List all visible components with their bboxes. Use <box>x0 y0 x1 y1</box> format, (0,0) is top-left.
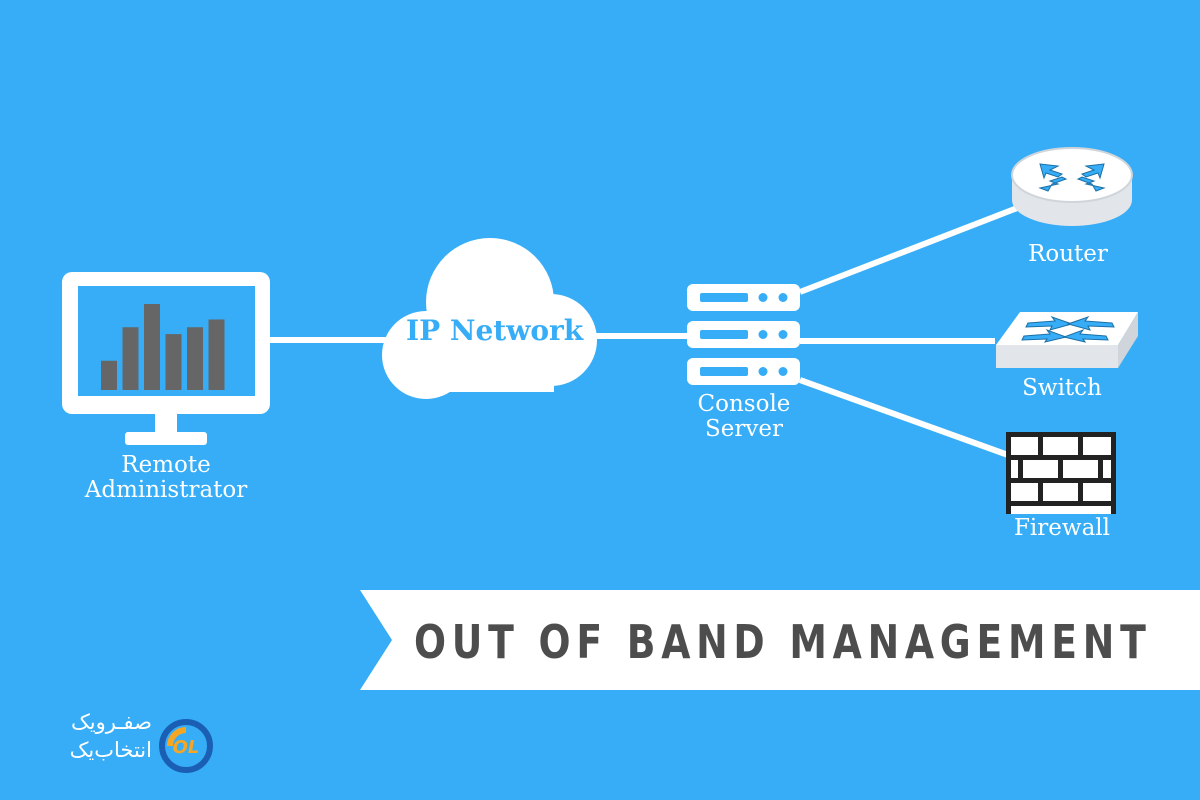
link-console-firewall <box>798 377 1010 458</box>
monitor-bar <box>208 319 225 390</box>
console-server-label: Console Server <box>672 392 816 442</box>
monitor-bar <box>165 334 182 390</box>
console-server-line1: Console <box>697 391 791 417</box>
firewall-label: Firewall <box>1013 515 1111 541</box>
monitor-bar-chart <box>101 304 225 390</box>
monitor-icon <box>62 272 270 445</box>
monitor-bar <box>122 327 139 390</box>
console-server-icon <box>687 284 800 385</box>
router-label: Router <box>1028 241 1108 267</box>
switch-icon <box>996 312 1138 368</box>
firewall-icon <box>1006 432 1116 514</box>
brand-logo-icon: OL <box>159 719 213 773</box>
cloud-icon <box>382 238 597 399</box>
brand-line2: انتخاب‌یک <box>69 738 152 762</box>
brand-wordmark: صفـرویک انتخاب‌یک <box>18 708 152 788</box>
brand-line1: صفـرویک <box>71 710 152 734</box>
link-console-router <box>798 202 1027 295</box>
remote-administrator-line1: Remote <box>121 452 211 478</box>
router-icon <box>1011 147 1133 226</box>
monitor-bar <box>187 327 203 390</box>
title-banner <box>360 590 1200 690</box>
remote-administrator-line2: Administrator <box>84 477 248 503</box>
remote-administrator-label: Remote Administrator <box>60 453 272 503</box>
monitor-bar <box>144 304 160 390</box>
ip-network-label: IP Network <box>406 314 584 347</box>
svg-text:OL: OL <box>173 737 200 758</box>
monitor-bar <box>101 360 117 390</box>
page-title: OUT OF BAND MANAGEMENT <box>414 615 1152 669</box>
switch-label: Switch <box>1022 375 1102 401</box>
console-server-line2: Server <box>705 416 783 442</box>
